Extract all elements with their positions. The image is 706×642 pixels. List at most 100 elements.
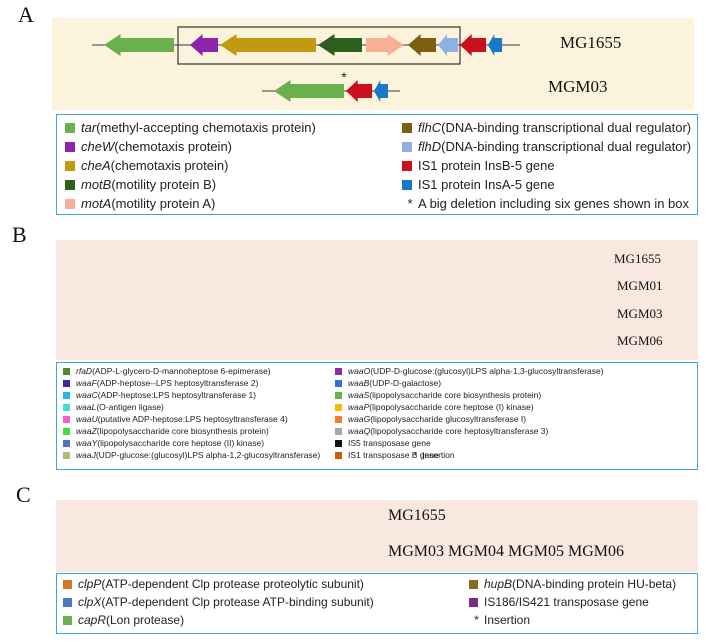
legend-a-item-8: IS1 protein InsA-5 gene bbox=[402, 177, 555, 192]
legend-a-item-5: flhC (DNA-binding transcriptional dual r… bbox=[402, 120, 691, 135]
panel-c-band bbox=[56, 500, 698, 572]
color-swatch-icon bbox=[469, 597, 478, 607]
panel-b-band bbox=[56, 240, 698, 360]
panel-b-legend: rfaD (ADP-L-glycero-D-mannoheptose 6-epi… bbox=[56, 362, 698, 470]
gene-description: (lipopolysaccharide core biosynthesis pr… bbox=[96, 426, 269, 436]
gene-description: (methyl-accepting chemotaxis protein) bbox=[96, 120, 316, 135]
gene-name: waaU bbox=[76, 414, 98, 424]
gene-description: (UDP-glucose:(glucosyl)LPS alpha-1,2-glu… bbox=[95, 450, 321, 460]
gene-name: cheA bbox=[81, 158, 111, 173]
legend-a-item-9: *A big deletion including six genes show… bbox=[402, 196, 689, 211]
gene-name: waaS bbox=[348, 390, 370, 400]
legend-b-item-9: waaB (UDP-D-galactose) bbox=[335, 378, 441, 388]
gene-description: (lipopolysaccharide glucosyltransferase … bbox=[370, 414, 527, 424]
panel-a-mgm03-gene-11 bbox=[374, 80, 388, 102]
legend-a-item-1: cheW (chemotaxis protein) bbox=[65, 139, 232, 154]
gene-description: (motility protein A) bbox=[111, 196, 216, 211]
color-swatch-icon bbox=[65, 198, 75, 209]
legend-b-item-7: waaJ (UDP-glucose:(glucosyl)LPS alpha-1,… bbox=[63, 450, 320, 460]
color-swatch-icon bbox=[402, 122, 412, 133]
color-swatch-icon bbox=[335, 427, 342, 435]
color-swatch-icon bbox=[63, 597, 72, 607]
legend-b-item-12: waaG (lipopolysaccharide glucosyltransfe… bbox=[335, 414, 526, 424]
gene-description: (UDP-D-galactose) bbox=[369, 378, 442, 388]
gene-description: (lipopolysaccharide core heptose (I) kin… bbox=[369, 402, 534, 412]
gene-description: (ATP-dependent Clp protease ATP-binding … bbox=[101, 595, 374, 609]
gene-description: (ADP-heptose--LPS heptosyltransferase 2) bbox=[96, 378, 259, 388]
color-swatch-icon bbox=[63, 579, 72, 589]
color-swatch-icon bbox=[63, 403, 70, 411]
panel-a-strain-mg1655: MG1655 bbox=[560, 33, 622, 52]
legend-a-item-0: tar (methyl-accepting chemotaxis protein… bbox=[65, 120, 316, 135]
color-swatch-icon bbox=[65, 160, 75, 171]
gene-description: (Lon protease) bbox=[106, 613, 185, 627]
panel-b-letter: B bbox=[12, 222, 27, 247]
gene-description: (chemotaxis protein) bbox=[114, 139, 233, 154]
panel-a-mg1655-gene-5 bbox=[408, 34, 436, 56]
panel-a-mg1655-gene-6 bbox=[438, 34, 458, 56]
color-swatch-icon bbox=[335, 415, 342, 423]
gene-description: (O-antigen ligase) bbox=[96, 402, 164, 412]
color-swatch-icon bbox=[402, 160, 412, 171]
gene-name: capR bbox=[78, 613, 107, 627]
legend-a-item-3: motB (motility protein B) bbox=[65, 177, 216, 192]
color-swatch-icon bbox=[65, 141, 75, 152]
gene-name: waaB bbox=[348, 378, 370, 388]
star-icon: * bbox=[413, 450, 418, 460]
legend-b-item-8: waaO (UDP-D-glucose:(glucosyl)LPS alpha-… bbox=[335, 366, 604, 376]
color-swatch-icon bbox=[63, 415, 70, 423]
gene-name: waaY bbox=[76, 438, 98, 448]
color-swatch-icon bbox=[65, 179, 75, 190]
legend-b-item-6: waaY (lipopolysaccharide core heptose (I… bbox=[63, 438, 264, 448]
panel-a-mgm03-gene-10 bbox=[346, 80, 372, 102]
legend-a-item-6: flhD (DNA-binding transcriptional dual r… bbox=[402, 139, 691, 154]
gene-description: (ATP-dependent Clp protease proteolytic … bbox=[101, 577, 364, 591]
gene-name: waaC bbox=[76, 390, 98, 400]
color-swatch-icon bbox=[469, 579, 478, 589]
gene-description: (DNA-binding transcriptional dual regula… bbox=[441, 120, 692, 135]
legend-c-item-3: hupB (DNA-binding protein HU-beta) bbox=[469, 577, 676, 591]
star-icon: * bbox=[407, 196, 413, 211]
gene-description: IS186/IS421 transposase gene bbox=[484, 595, 649, 609]
legend-b-item-16: *Insertion bbox=[409, 450, 455, 460]
panel-c-strain-mgm03-06: MGM03 MGM04 MGM05 MGM06 bbox=[388, 543, 625, 560]
color-swatch-icon bbox=[335, 367, 342, 375]
panel-a-mg1655-gene-2 bbox=[220, 34, 316, 56]
color-swatch-icon bbox=[335, 451, 342, 459]
gene-name: waaZ bbox=[76, 426, 97, 436]
gene-description: (DNA-binding protein HU-beta) bbox=[512, 577, 677, 591]
panel-a-insertion-star: * bbox=[341, 69, 347, 85]
legend-c-item-4: IS186/IS421 transposase gene bbox=[469, 595, 649, 609]
legend-c-item-5: *Insertion bbox=[469, 613, 530, 627]
color-swatch-icon bbox=[65, 122, 75, 133]
color-swatch-icon bbox=[335, 391, 342, 399]
panel-a-mg1655-gene-0 bbox=[104, 34, 174, 56]
gene-description: (UDP-D-glucose:(glucosyl)LPS alpha-1,3-g… bbox=[370, 366, 604, 376]
color-swatch-icon bbox=[63, 439, 70, 447]
gene-description: (lipopolysaccharide core heptosyltransfe… bbox=[370, 426, 549, 436]
gene-name: hupB bbox=[484, 577, 513, 591]
gene-description: (lipopolysaccharide core biosynthesis pr… bbox=[369, 390, 542, 400]
legend-b-item-13: waaQ (lipopolysaccharide core heptosyltr… bbox=[335, 426, 548, 436]
gene-description: IS1 protein InsB-5 gene bbox=[418, 158, 555, 173]
panel-a-letter: A bbox=[18, 2, 34, 27]
color-swatch-icon bbox=[63, 391, 70, 399]
legend-b-item-5: waaZ (lipopolysaccharide core biosynthes… bbox=[63, 426, 269, 436]
legend-b-item-11: waaP (lipopolysaccharide core heptose (I… bbox=[335, 402, 534, 412]
panel-a-mgm03-gene-9 bbox=[274, 80, 344, 102]
gene-description: (ADP-L-glycero-D-mannoheptose 6-epimeras… bbox=[92, 366, 271, 376]
panel-c-letter: C bbox=[16, 482, 31, 507]
color-swatch-icon bbox=[402, 179, 412, 190]
gene-description: (motility protein B) bbox=[111, 177, 217, 192]
panel-a-mg1655-gene-1 bbox=[190, 34, 218, 56]
color-swatch-icon bbox=[63, 379, 70, 387]
legend-b-item-15: IS1 transposase B gene bbox=[335, 450, 439, 460]
color-swatch-icon bbox=[63, 427, 70, 435]
legend-b-item-14: IS5 transposase gene bbox=[335, 438, 431, 448]
legend-c-item-1: clpX (ATP-dependent Clp protease ATP-bin… bbox=[63, 595, 374, 609]
panel-a-strain-mgm03: MGM03 bbox=[548, 77, 608, 96]
gene-name: cheW bbox=[81, 139, 115, 154]
legend-a-item-2: cheA (chemotaxis protein) bbox=[65, 158, 228, 173]
gene-description: (ADP-heptose:LPS heptosyltransferase 1) bbox=[97, 390, 257, 400]
legend-b-item-4: waaU (putative ADP-heptose:LPS heptosylt… bbox=[63, 414, 288, 424]
